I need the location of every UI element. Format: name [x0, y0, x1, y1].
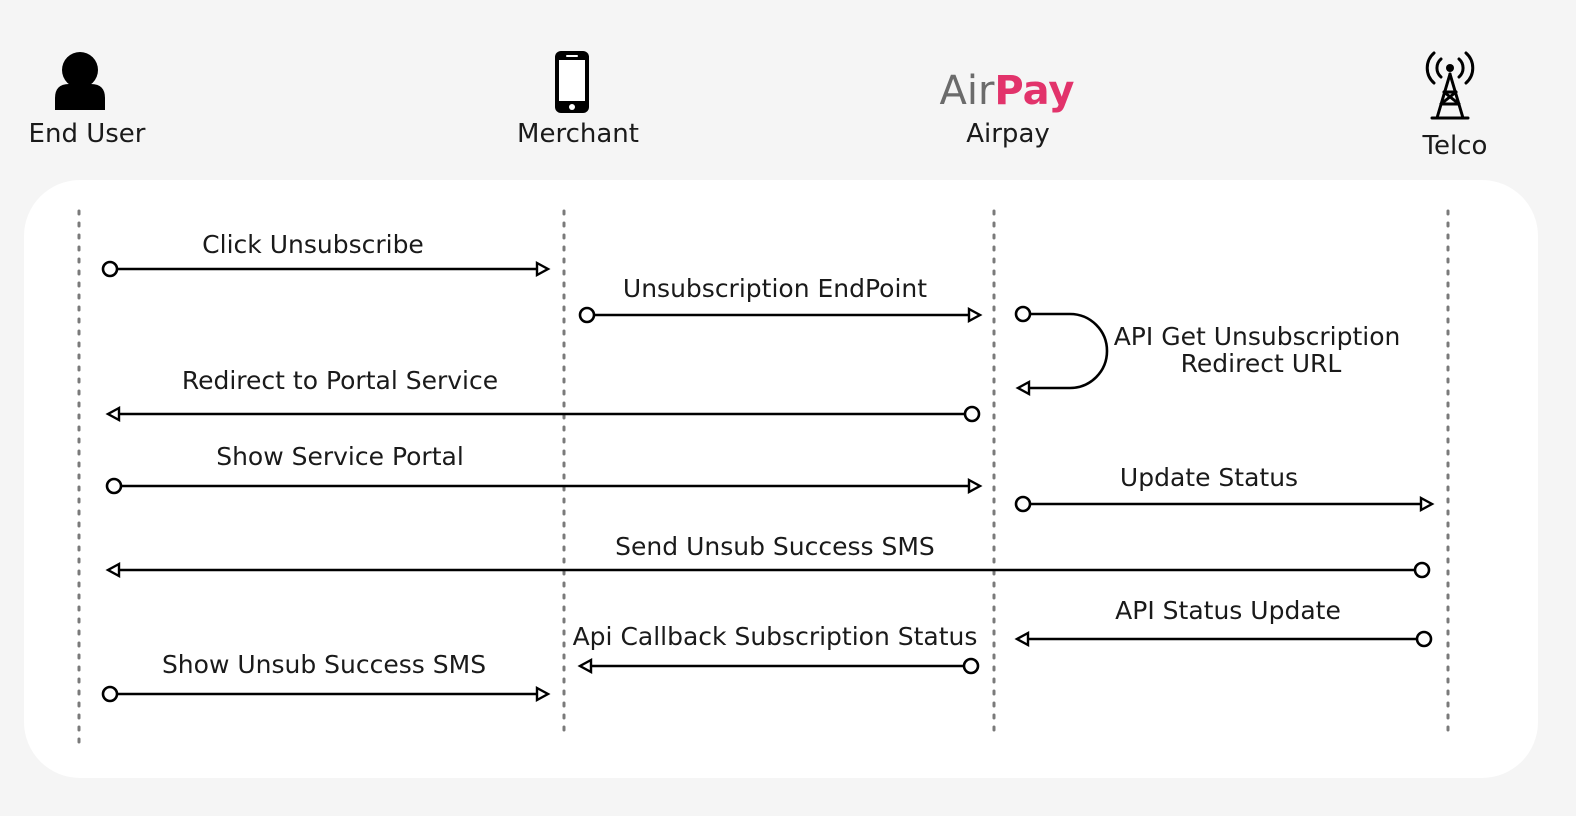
message-show-unsub-success-sms: Show Unsub Success SMS — [101, 650, 551, 703]
message-start-dot — [578, 306, 596, 324]
arrowhead-left — [105, 561, 121, 579]
svg-text:AirPay: AirPay — [940, 68, 1075, 114]
message-label-line-2: Redirect URL — [1181, 349, 1342, 378]
message-start-dot — [1014, 495, 1032, 513]
message-label: Unsubscription EndPoint — [623, 274, 927, 303]
message-show-service-portal: Show Service Portal — [105, 442, 983, 495]
logo-air-text: Air — [940, 68, 995, 114]
actor-label-end-user: End User — [29, 119, 146, 149]
message-start-dot — [1413, 561, 1431, 579]
arrowhead-left — [577, 657, 593, 675]
arrowhead-right — [535, 685, 551, 703]
arrowhead-right — [967, 477, 983, 495]
person-icon — [55, 52, 105, 110]
message-start-dot — [101, 685, 119, 703]
message-start-dot — [1014, 305, 1032, 323]
message-start-dot — [962, 657, 980, 675]
message-label: API Get Unsubscription Redirect URL — [1114, 322, 1409, 378]
message-api-callback-subscription-status: Api Callback Subscription Status — [573, 622, 980, 675]
arrowhead-left — [1014, 630, 1030, 648]
message-unsubscription-endpoint: Unsubscription EndPoint — [578, 274, 983, 324]
message-redirect-to-portal: Redirect to Portal Service — [105, 366, 981, 423]
arrowhead-right — [967, 306, 983, 324]
arrowhead-right — [535, 260, 551, 278]
message-label: Redirect to Portal Service — [182, 366, 498, 395]
logo-pay-text: Pay — [994, 68, 1074, 114]
message-api-status-update: API Status Update — [1014, 596, 1433, 648]
message-label: API Status Update — [1115, 596, 1341, 625]
arrowhead-left — [105, 405, 121, 423]
message-start-dot — [105, 477, 123, 495]
actor-label-airpay: Airpay — [966, 119, 1050, 149]
message-label: Show Unsub Success SMS — [162, 650, 486, 679]
arrowhead-right — [1419, 495, 1435, 513]
message-label: Api Callback Subscription Status — [573, 622, 978, 651]
message-label: Show Service Portal — [216, 442, 464, 471]
message-click-unsubscribe: Click Unsubscribe — [101, 230, 551, 278]
actor-label-telco: Telco — [1422, 131, 1488, 161]
message-label: Send Unsub Success SMS — [615, 532, 935, 561]
message-label-line-1: API Get Unsubscription — [1114, 322, 1401, 351]
message-update-status: Update Status — [1014, 463, 1435, 513]
message-label: Click Unsubscribe — [202, 230, 424, 259]
message-label: Update Status — [1120, 463, 1298, 492]
diagram-panel — [24, 180, 1538, 778]
message-send-unsub-success-sms: Send Unsub Success SMS — [105, 532, 1431, 579]
cell-tower-icon — [1425, 51, 1475, 120]
message-api-get-unsubscription: API Get Unsubscription Redirect URL — [1014, 305, 1409, 397]
message-start-dot — [101, 260, 119, 278]
smartphone-icon — [555, 51, 589, 113]
message-start-dot — [1415, 630, 1433, 648]
arrowhead-left — [1015, 379, 1031, 397]
actor-label-merchant: Merchant — [517, 119, 639, 149]
airpay-logo: AirPay — [940, 68, 1075, 114]
message-start-dot — [963, 405, 981, 423]
